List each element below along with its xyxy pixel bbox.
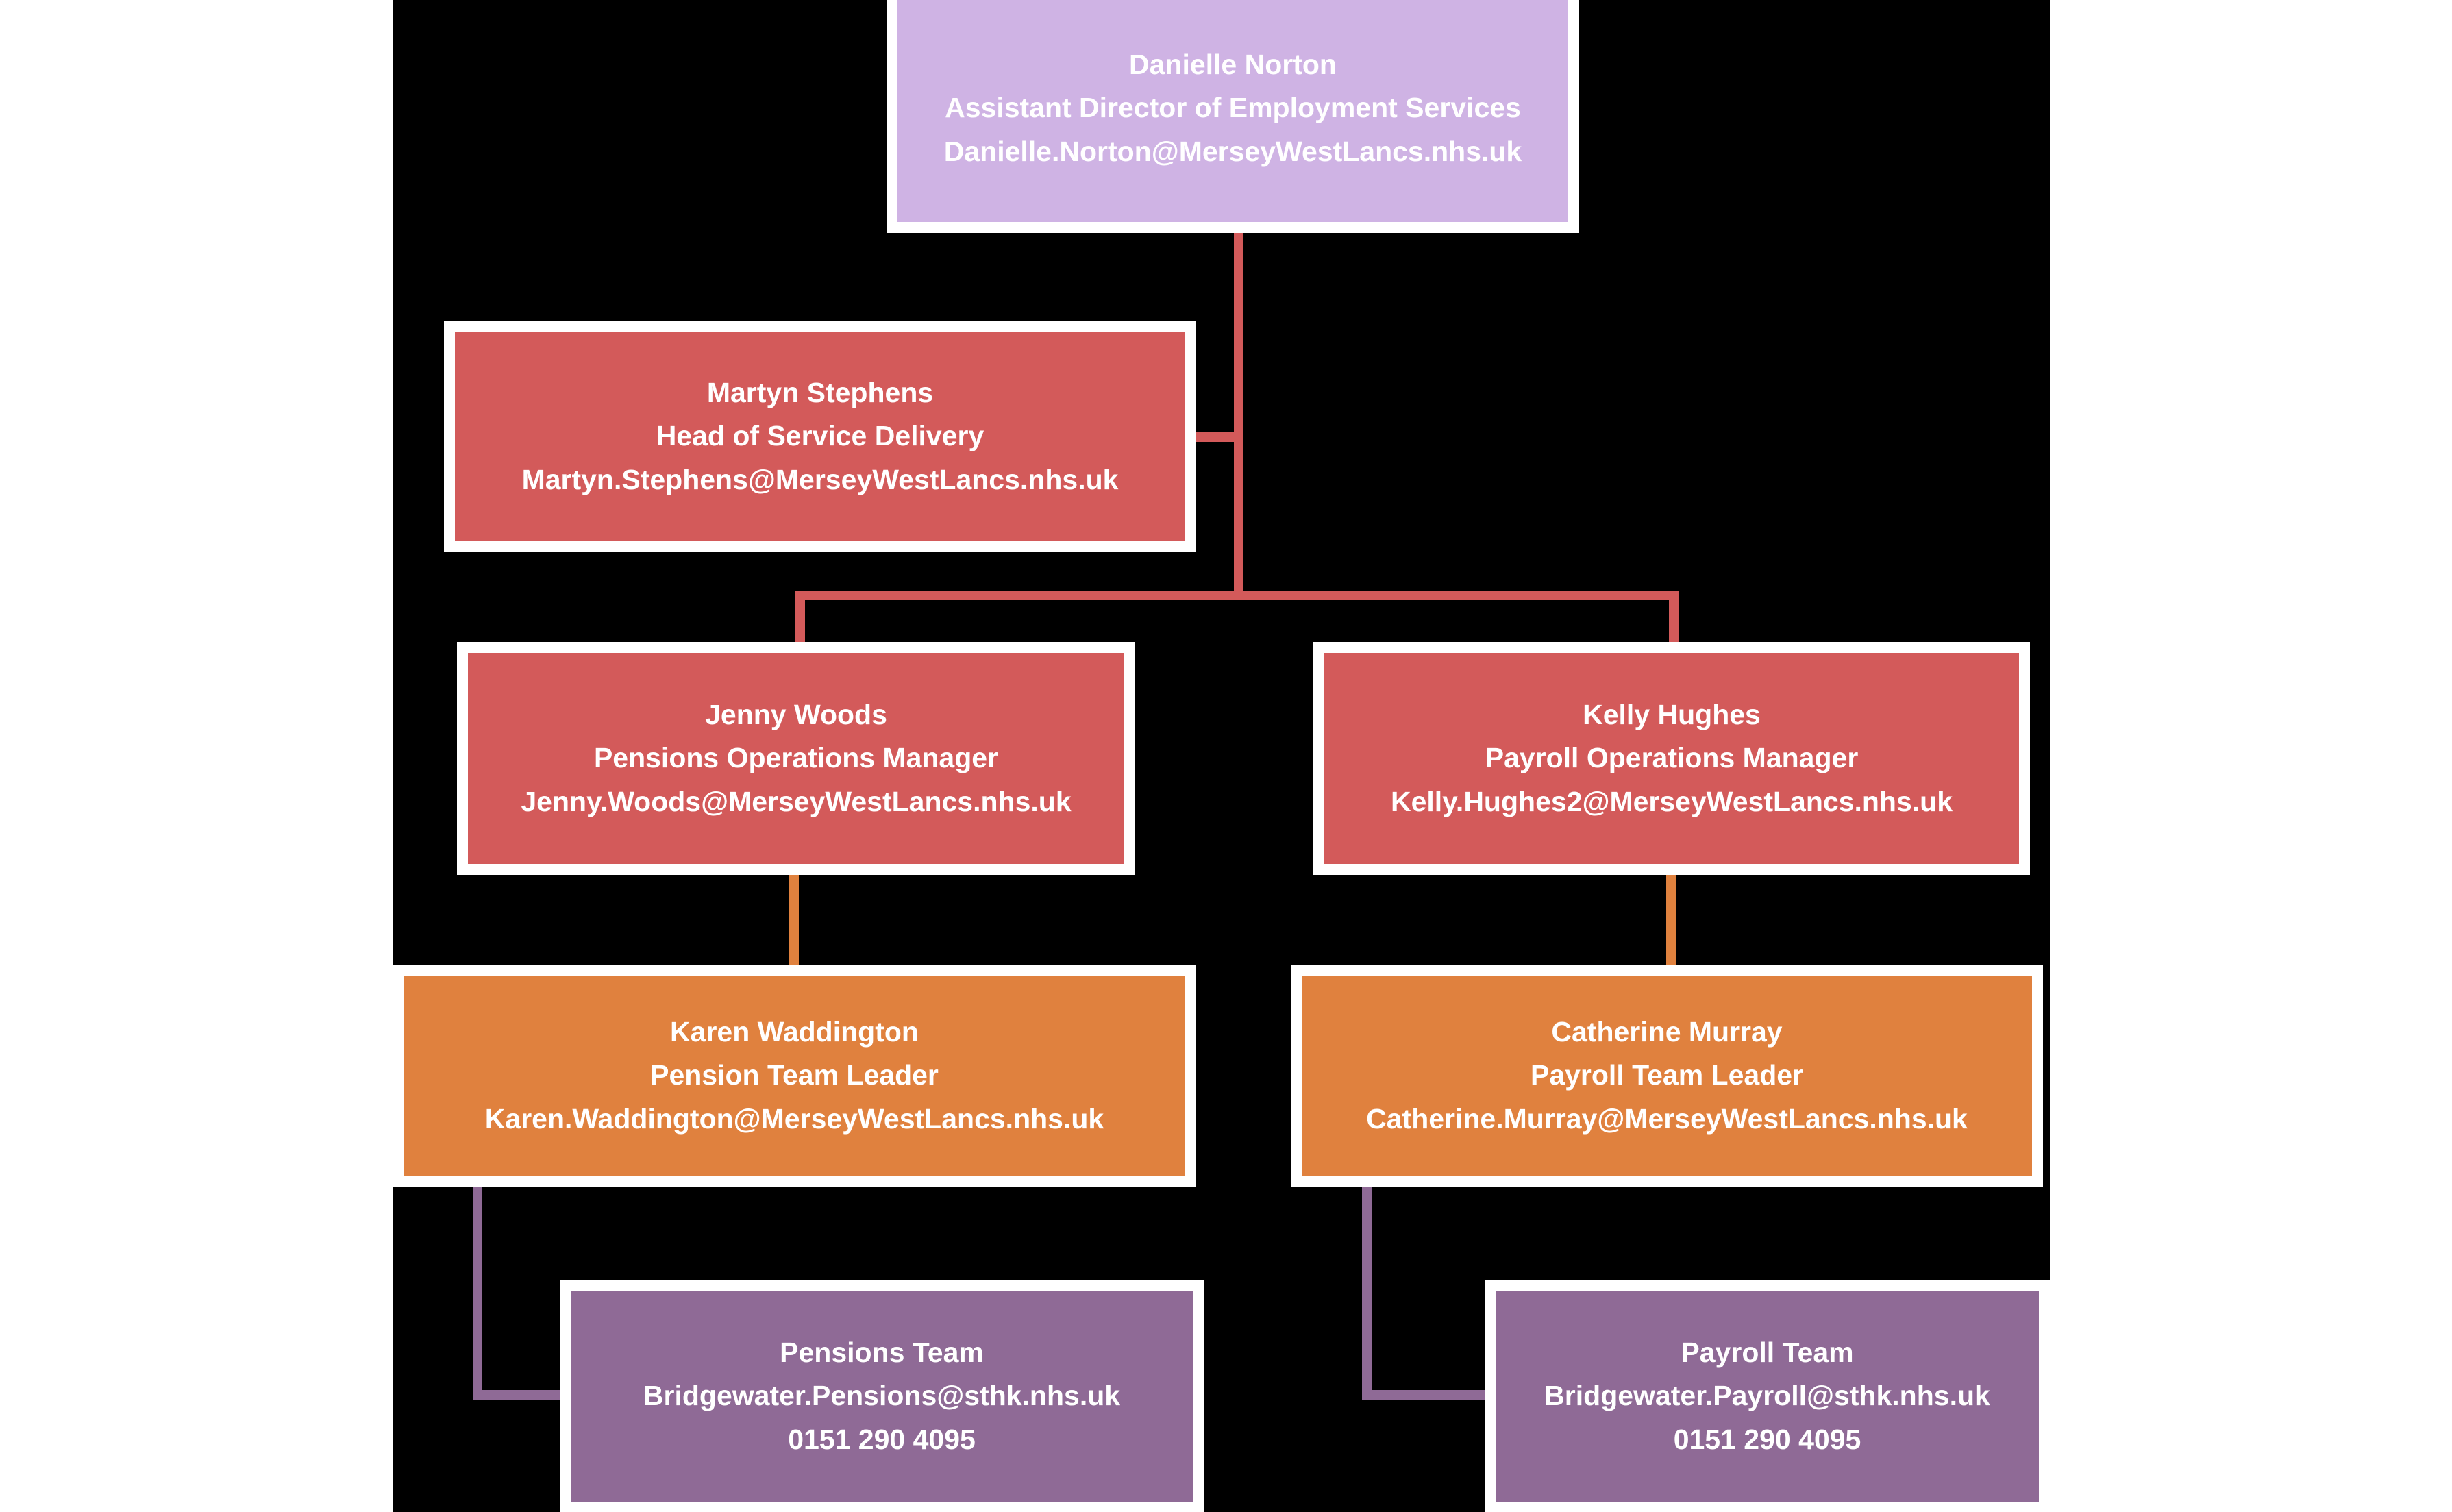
org-node-director[interactable]: Danielle Norton Assistant Director of Em… (887, 0, 1579, 233)
connector-payroll-tl-vertical (1362, 1185, 1372, 1399)
pension-team-leader-title: Pension Team Leader (650, 1059, 939, 1091)
org-node-pension-team-leader[interactable]: Karen Waddington Pension Team Leader Kar… (393, 965, 1196, 1187)
org-node-pensions-team[interactable]: Pensions Team Bridgewater.Pensions@sthk.… (560, 1280, 1204, 1512)
connector-payroll-manager-to-team-leader (1666, 873, 1676, 967)
pension-team-leader-email[interactable]: Karen.Waddington@MerseyWestLancs.nhs.uk (484, 1102, 1104, 1135)
pensions-team-phone[interactable]: 0151 290 4095 (788, 1423, 976, 1455)
director-name: Danielle Norton (1129, 48, 1337, 80)
pensions-manager-email[interactable]: Jenny.Woods@MerseyWestLancs.nhs.uk (521, 785, 1072, 817)
payroll-manager-email[interactable]: Kelly.Hughes2@MerseyWestLancs.nhs.uk (1390, 785, 1953, 817)
connector-pension-tl-horizontal (473, 1390, 575, 1400)
connector-split-bar (795, 591, 1679, 600)
payroll-team-name: Payroll Team (1681, 1336, 1854, 1368)
director-email[interactable]: Danielle.Norton@MerseyWestLancs.nhs.uk (943, 135, 1522, 167)
org-node-head-of-service[interactable]: Martyn Stephens Head of Service Delivery… (444, 321, 1196, 552)
connector-director-to-head (1196, 432, 1239, 442)
director-title: Assistant Director of Employment Service… (945, 92, 1521, 124)
connector-leg-pensions-manager (795, 591, 805, 643)
head-of-service-title: Head of Service Delivery (656, 420, 984, 452)
payroll-team-email[interactable]: Bridgewater.Payroll@sthk.nhs.uk (1544, 1380, 1990, 1412)
pension-team-leader-name: Karen Waddington (670, 1015, 919, 1048)
head-of-service-email[interactable]: Martyn.Stephens@MerseyWestLancs.nhs.uk (521, 463, 1119, 495)
pensions-manager-title: Pensions Operations Manager (593, 742, 999, 774)
connector-pensions-manager-to-team-leader (789, 873, 799, 967)
org-node-payroll-operations-manager[interactable]: Kelly Hughes Payroll Operations Manager … (1313, 642, 2030, 875)
payroll-manager-title: Payroll Operations Manager (1485, 742, 1859, 774)
org-node-pensions-operations-manager[interactable]: Jenny Woods Pensions Operations Manager … (457, 642, 1135, 875)
connector-leg-payroll-manager (1669, 591, 1679, 643)
payroll-team-leader-email[interactable]: Catherine.Murray@MerseyWestLancs.nhs.uk (1366, 1102, 1968, 1135)
pensions-manager-name: Jenny Woods (705, 698, 887, 730)
connector-pension-tl-vertical (473, 1185, 482, 1399)
payroll-team-leader-title: Payroll Team Leader (1530, 1059, 1804, 1091)
payroll-team-leader-name: Catherine Murray (1551, 1015, 1783, 1048)
connector-director-trunk (1234, 233, 1243, 595)
head-of-service-name: Martyn Stephens (706, 376, 934, 408)
connector-payroll-tl-horizontal (1362, 1390, 1499, 1400)
payroll-team-phone[interactable]: 0151 290 4095 (1673, 1423, 1861, 1455)
pensions-team-email[interactable]: Bridgewater.Pensions@sthk.nhs.uk (643, 1380, 1121, 1412)
pensions-team-name: Pensions Team (780, 1336, 984, 1368)
org-node-payroll-team[interactable]: Payroll Team Bridgewater.Payroll@sthk.nh… (1485, 1280, 2050, 1512)
org-node-payroll-team-leader[interactable]: Catherine Murray Payroll Team Leader Cat… (1291, 965, 2043, 1187)
payroll-manager-name: Kelly Hughes (1583, 698, 1761, 730)
